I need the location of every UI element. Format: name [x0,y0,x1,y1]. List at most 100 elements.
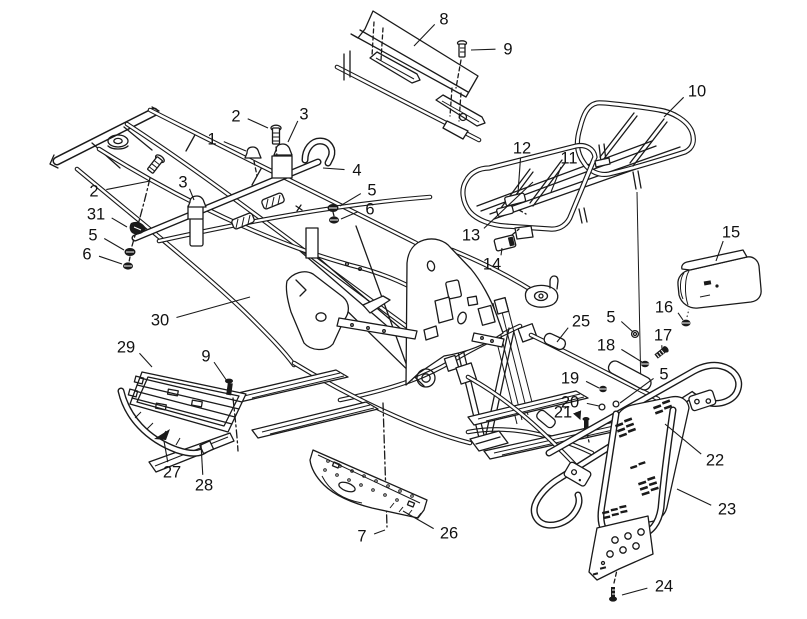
callout-24: 24 [655,578,673,596]
callout-5: 5 [88,227,97,245]
rack-bracket [496,204,514,218]
rubber-cap [187,195,207,208]
callout-leader-11 [550,166,562,193]
callout-leader-9 [470,48,496,51]
callout-leader-1 [223,141,247,152]
rack-tab [514,225,534,240]
callout-16: 16 [655,299,673,317]
bumper-mount-plate [688,389,717,412]
bumper-stay-rods [468,329,669,467]
callout-21: 21 [554,404,572,422]
callout-leader-16 [677,312,684,321]
callout-25: 25 [572,313,590,331]
callout-2: 2 [231,108,240,126]
callout-22: 22 [706,452,724,470]
callout-leader-31 [111,217,128,228]
axle-boss [416,368,436,388]
crossbar-assembly [123,124,339,270]
callout-5: 5 [659,366,668,384]
callout-5: 5 [606,309,615,327]
callout-leader-4 [322,167,345,171]
bolt [455,40,468,89]
callout-leader-29 [139,352,153,368]
callout-4: 4 [352,162,361,180]
callout-leader-28 [200,443,204,475]
vent-cluster [653,399,673,415]
mount-block [271,155,293,179]
callout-leader-5 [103,238,125,251]
washer [598,403,606,411]
frame-post [305,227,319,259]
callout-14: 14 [483,256,501,274]
callout-30: 30 [151,312,169,330]
callout-9: 9 [201,348,210,366]
callout-leader-18 [621,348,643,363]
callout-leader-22 [664,423,702,455]
callout-leader-23 [676,488,712,506]
callout-leader-5 [620,321,634,333]
pointer-wedge [154,429,170,440]
callout-leader-19 [585,380,600,389]
bolt [225,378,239,452]
callout-leader-3 [189,188,195,201]
callout-leader-26 [402,510,434,530]
rear-rack [463,103,693,394]
foot-plate [309,402,428,528]
callout-6: 6 [365,201,374,219]
frame-foot-plate [469,430,509,452]
callout-leader-24 [621,587,648,596]
callout-leader-15 [715,240,724,262]
callout-3: 3 [178,174,187,192]
center-pillar-plate [405,238,504,386]
washer [630,329,640,339]
callout-1: 1 [207,131,216,149]
callout-13: 13 [462,227,480,245]
rack-mount-pin [549,275,559,290]
plug-cap [244,146,262,159]
vent-cluster [638,476,659,496]
callout-20: 20 [561,394,579,412]
callout-17: 17 [654,327,672,345]
callout-10: 10 [688,83,706,101]
callout-19: 19 [561,370,579,388]
callout-leader-5 [619,377,654,404]
bolt [147,154,165,174]
callout-27: 27 [163,464,181,482]
callout-23: 23 [718,501,736,519]
callout-5: 5 [367,182,376,200]
washer [612,400,620,408]
callout-leader-21 [573,410,582,421]
callout-12: 12 [513,140,531,158]
callout-leader-10 [663,96,685,118]
flap-holes [600,528,645,566]
callout-leader-20 [586,402,600,407]
bolt [270,124,282,157]
callout-28: 28 [195,477,213,495]
fuel-cap [107,134,129,148]
callout-9: 9 [503,41,512,59]
callout-leader-8 [413,23,436,47]
mount-post [189,217,204,247]
vent-cluster [602,504,628,520]
rod-outer-tube [607,360,652,391]
callout-leader-3 [287,120,299,143]
alignment-line [636,191,642,394]
bolt [654,346,669,359]
callout-leader-14 [500,247,503,256]
left-gusset-plate [285,271,350,351]
callout-11: 11 [560,150,577,168]
callout-26: 26 [440,525,458,543]
rod-sleeve [536,409,556,429]
footrest-assembly [121,371,247,473]
rivet-holes [323,459,414,502]
callout-3: 3 [299,106,308,124]
callout-6: 6 [82,246,91,264]
callout-leader-5 [339,193,362,207]
callout-leader-30 [176,296,251,319]
callout-leader-27 [163,440,169,463]
top-bracket-assembly [337,10,486,140]
callout-leader-12 [517,158,522,194]
callout-leader-9 [213,361,228,382]
